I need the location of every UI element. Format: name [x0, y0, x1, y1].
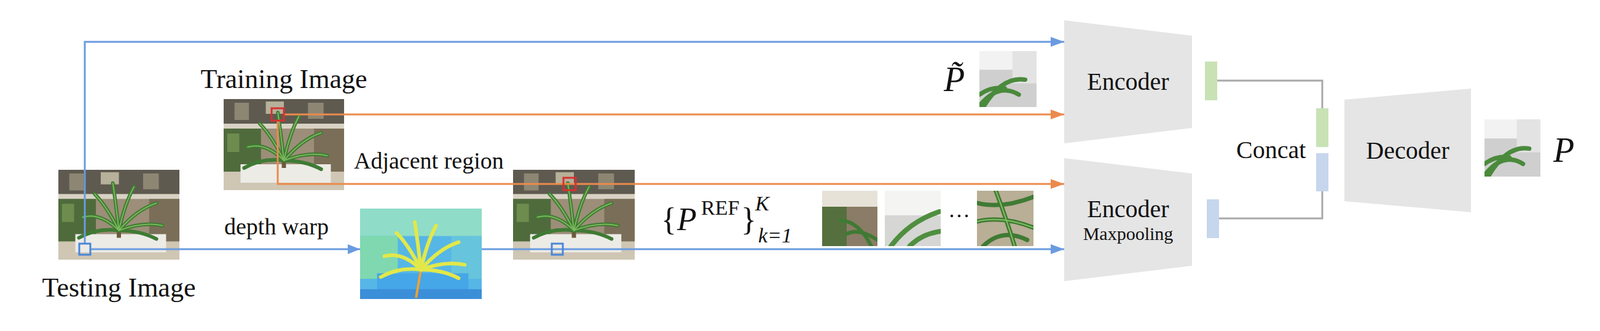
image-caption: Testing Image: [42, 272, 197, 303]
ellipsis: ···: [948, 203, 971, 229]
reference-patch: [976, 190, 1034, 246]
edge-label: depth warp: [224, 213, 329, 240]
flow-arrow: [179, 248, 1065, 251]
math-symbol: P̃: [943, 60, 965, 99]
feature-wires: [1217, 80, 1323, 219]
math-subscript: k=1: [758, 223, 793, 247]
encoder-block: Encoder: [1064, 20, 1193, 144]
text-group: Encoder: [1064, 20, 1193, 144]
region-box: [271, 108, 284, 121]
math-symbol: P: [677, 201, 697, 237]
block-label: Decoder: [1365, 136, 1449, 165]
flow-arrow: [344, 113, 1065, 116]
trapezoid-outline: [1344, 88, 1471, 212]
arrow-head: [347, 243, 361, 254]
math-symbol: {: [661, 201, 677, 237]
output-patch: [1484, 119, 1541, 177]
encoder-block: EncoderMaxpooling: [1064, 157, 1193, 281]
depth-map: [360, 208, 482, 299]
reference-patch: [822, 190, 878, 246]
training-image: Training Image: [223, 98, 345, 190]
feature-bar: [1206, 199, 1220, 238]
pixel-lines: [84, 169, 635, 249]
query-patch: [979, 50, 1037, 107]
math-superscript: K: [755, 191, 770, 215]
region-lines: [277, 114, 635, 184]
block-label: Maxpooling: [1083, 223, 1174, 245]
text-group: Decoder: [1344, 88, 1471, 212]
edge-label: Adjacent region: [353, 148, 504, 174]
pixel-box: [79, 243, 91, 255]
feature-bar: [1316, 152, 1329, 192]
warped-photo: [513, 169, 635, 260]
training-photo: [223, 98, 345, 190]
testing-image: Testing Image: [58, 169, 180, 260]
text-group: EncoderMaxpooling: [1064, 157, 1193, 281]
math-symbol: }: [741, 201, 757, 237]
decoder-block: Decoder: [1344, 88, 1471, 212]
block-label: Encoder: [1086, 67, 1169, 96]
operation-label: Concat: [1236, 136, 1306, 164]
feature-bar: [1316, 108, 1329, 147]
pixel-box: [551, 243, 563, 255]
reference-patch: [884, 190, 941, 246]
flow-arrow: [344, 183, 1065, 185]
trapezoid-outline: [1064, 20, 1193, 144]
trapezoid-outline: [1064, 157, 1193, 281]
testing-photo: [58, 169, 180, 260]
region-box: [563, 177, 576, 190]
math-symbol: P: [1553, 131, 1575, 170]
block-label: Encoder: [1086, 194, 1169, 224]
math-superscript: REF: [701, 196, 740, 219]
image-caption: Training Image: [200, 64, 368, 95]
feature-bar: [1204, 61, 1218, 101]
